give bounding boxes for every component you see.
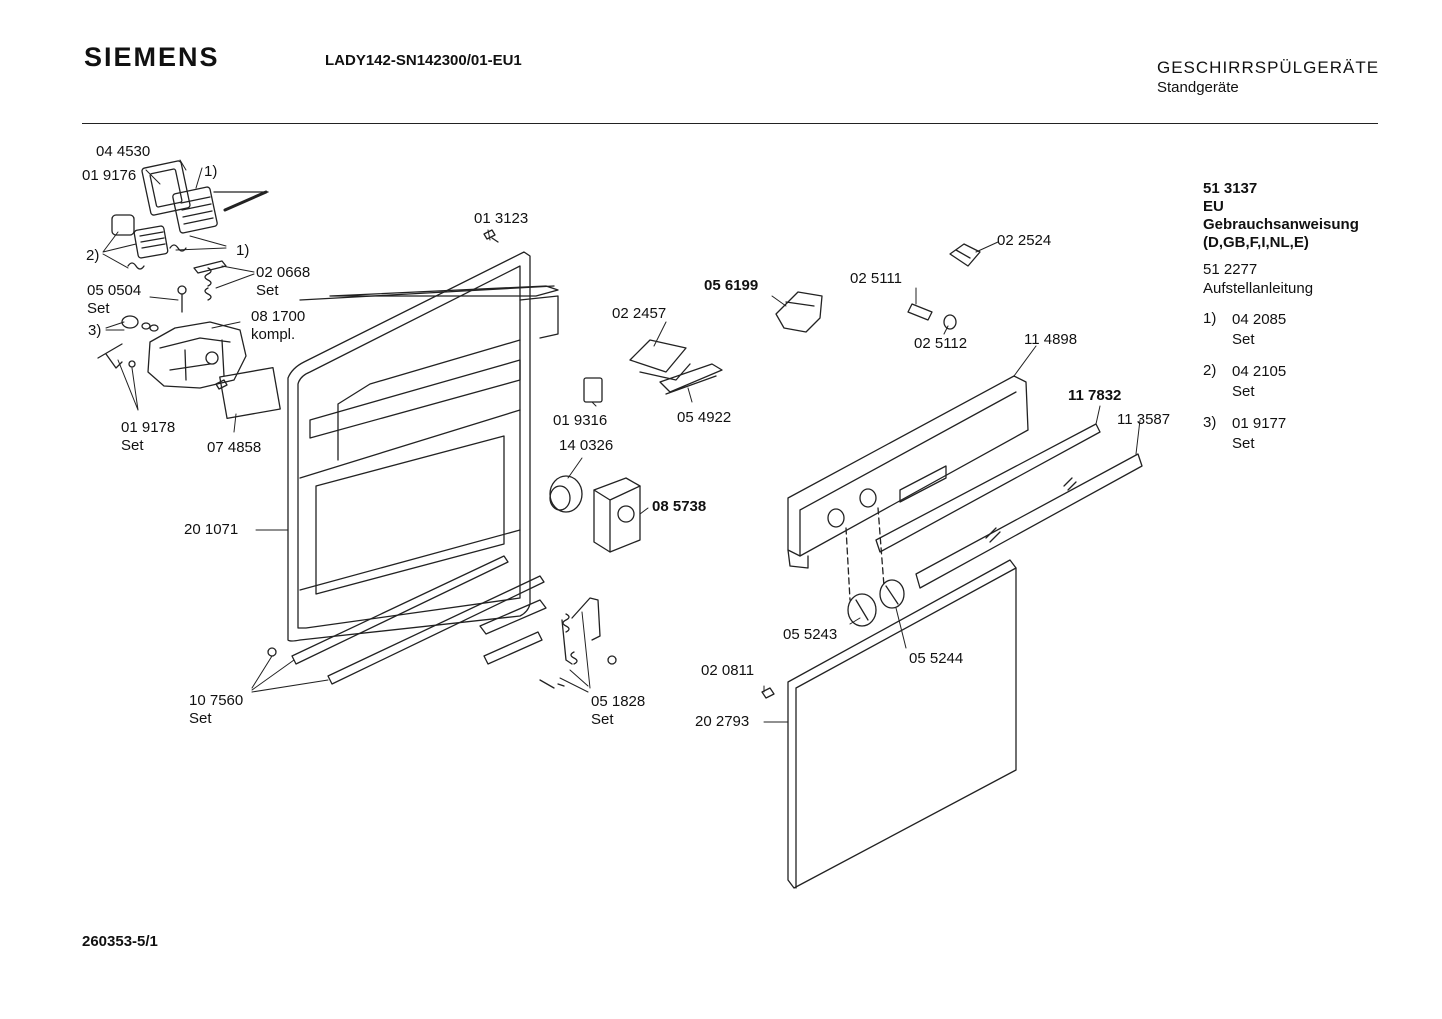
door-latch-assembly bbox=[147, 321, 247, 389]
callout-113587: 11 3587 bbox=[1117, 411, 1171, 428]
door-screw-part bbox=[483, 229, 499, 243]
control-knob-right bbox=[879, 579, 905, 609]
hinge-bracket-part bbox=[479, 597, 601, 665]
document-id: 260353-5/1 bbox=[82, 933, 158, 950]
vent-frame-part bbox=[141, 160, 191, 216]
callout-013123: 01 3123 bbox=[474, 210, 529, 227]
manual-title: Gebrauchsanweisung bbox=[1203, 216, 1359, 233]
note-qualifier: Set bbox=[1232, 331, 1255, 348]
note-part: 04 2085 bbox=[1232, 311, 1287, 328]
callout-019176: 01 9176 bbox=[82, 167, 137, 184]
callout-020811: 02 0811 bbox=[701, 662, 755, 679]
callout-025112: 02 5112 bbox=[914, 335, 968, 352]
connector-part bbox=[949, 243, 981, 267]
inner-door-panel bbox=[287, 251, 559, 642]
spring-part bbox=[204, 267, 212, 301]
note-marker: 1) bbox=[1203, 310, 1217, 327]
outer-door-panel bbox=[787, 559, 1017, 889]
header-divider bbox=[82, 123, 1378, 124]
control-panel-fascia bbox=[915, 453, 1143, 589]
control-knob-left bbox=[847, 593, 877, 627]
brand-logo: SIEMENS bbox=[84, 42, 220, 72]
callout-140326: 14 0326 bbox=[559, 437, 614, 454]
control-panel-strip bbox=[875, 423, 1101, 553]
knob-guide-lines bbox=[845, 507, 885, 601]
callout-056199: 05 6199 bbox=[704, 277, 759, 294]
install-title: Aufstellanleitung bbox=[1203, 280, 1314, 297]
callout-201071: 20 1071 bbox=[184, 521, 239, 538]
note-qualifier: Set bbox=[1232, 435, 1255, 452]
spring-clip-part bbox=[169, 244, 187, 252]
spring-clip-part bbox=[127, 262, 145, 270]
parts-legend: 51 3137 EU Gebrauchsanweisung (D,GB,F,I,… bbox=[1203, 180, 1433, 454]
callout-044530: 04 4530 bbox=[96, 143, 151, 160]
callout-202793: 20 2793 bbox=[695, 713, 750, 730]
callout-054922: 05 4922 bbox=[677, 409, 732, 426]
manual-languages: (D,GB,F,I,NL,E) bbox=[1203, 234, 1309, 251]
pin-part bbox=[177, 285, 187, 313]
callout-025111: 02 5111 bbox=[850, 270, 902, 287]
hinge-screw-part bbox=[607, 655, 617, 665]
small-grille-part bbox=[133, 225, 169, 259]
switch-part bbox=[583, 377, 603, 403]
door-clip-part bbox=[761, 687, 775, 699]
lever-part bbox=[97, 343, 136, 369]
bottom-rail-left bbox=[291, 555, 545, 685]
rail-screw-part bbox=[267, 647, 277, 657]
callout-note-3: 3) bbox=[88, 322, 102, 339]
note-part: 04 2105 bbox=[1232, 363, 1287, 380]
small-cover-part bbox=[111, 214, 135, 236]
door-seal-gasket bbox=[219, 366, 281, 420]
callout-117832: 11 7832 bbox=[1068, 387, 1122, 404]
dispenser-slide-part bbox=[659, 363, 723, 395]
dispenser-bracket-part bbox=[629, 339, 691, 381]
leader-lines bbox=[102, 159, 1141, 723]
latch-plate-part bbox=[193, 260, 227, 274]
callout-055244: 05 5244 bbox=[909, 650, 964, 667]
rail-pin-part bbox=[539, 679, 565, 689]
category-subtitle: Standgeräte bbox=[1157, 79, 1239, 96]
callout-019316: 01 9316 bbox=[553, 412, 608, 429]
timer-unit-part bbox=[593, 477, 641, 553]
callout-085738: 08 5738 bbox=[652, 498, 707, 515]
manual-number: 51 3137 bbox=[1203, 180, 1258, 197]
callout-022457: 02 2457 bbox=[612, 305, 667, 322]
nozzle-part bbox=[907, 303, 957, 330]
washer-set-part bbox=[121, 315, 159, 332]
model-number: LADY142-SN142300/01-EU1 bbox=[325, 52, 522, 69]
vent-grille-part bbox=[172, 186, 269, 234]
callout-114898: 11 4898 bbox=[1024, 331, 1078, 348]
category-title: GESCHIRRSPÜLGERÄTE bbox=[1157, 58, 1380, 77]
callout-022524: 02 2524 bbox=[997, 232, 1052, 249]
hinge-spring-part bbox=[562, 613, 578, 665]
callout-074858: 07 4858 bbox=[207, 439, 262, 456]
callout-note-1b: 1) bbox=[236, 242, 250, 259]
install-number: 51 2277 bbox=[1203, 261, 1258, 278]
note-part: 01 9177 bbox=[1232, 415, 1287, 432]
hinge-latch-part bbox=[775, 291, 823, 333]
manual-region: EU bbox=[1203, 198, 1224, 215]
note-qualifier: Set bbox=[1232, 383, 1255, 400]
vent-rod-part bbox=[223, 190, 268, 212]
callout-note-2: 2) bbox=[86, 247, 100, 264]
screw-part bbox=[215, 379, 228, 390]
note-marker: 2) bbox=[1203, 362, 1217, 379]
control-panel bbox=[787, 375, 1029, 569]
note-marker: 3) bbox=[1203, 414, 1217, 431]
callout-note-1a: 1) bbox=[204, 163, 218, 180]
callout-055243: 05 5243 bbox=[783, 626, 838, 643]
timer-knob-part bbox=[549, 475, 583, 513]
